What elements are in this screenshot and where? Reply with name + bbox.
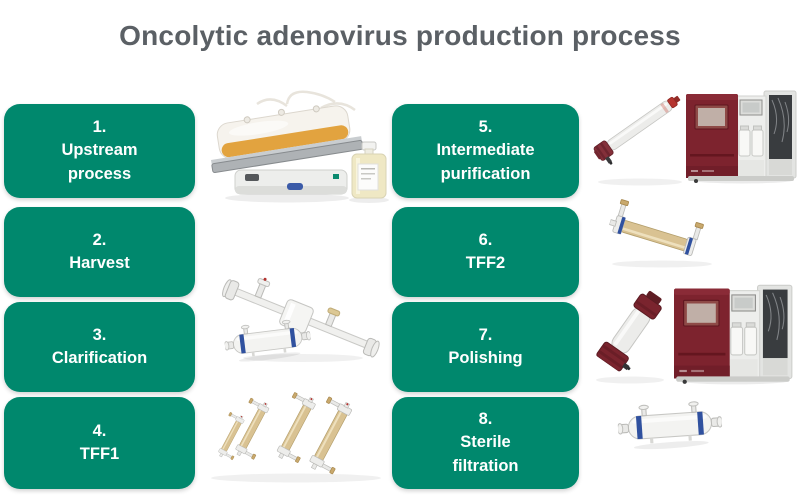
step-number: 2. — [92, 230, 107, 249]
rocking-bioreactor-with-media-bottle-icon — [203, 86, 395, 206]
step-box-harvest: 2. Harvest — [4, 207, 195, 297]
step-box-intermediate-purification: 5. Intermediate purification — [392, 104, 579, 198]
clarification-filter-assembly-icon — [213, 266, 398, 368]
step-label: Intermediate purification — [436, 141, 535, 183]
media-bottle-icon — [351, 141, 387, 199]
step-number: 1. — [92, 117, 107, 136]
step-label: Sterile filtration — [452, 433, 519, 475]
step-label: TFF2 — [465, 254, 506, 272]
filter-capsule-icon — [616, 400, 724, 453]
step-number: 6. — [478, 230, 493, 249]
page-title: Oncolytic adenovirus production process — [119, 20, 681, 51]
chromatography-column-and-akta-system-icon — [588, 278, 800, 390]
hollow-fiber-cartridge-icon — [607, 197, 705, 258]
step-label: Polishing — [448, 349, 523, 367]
step-box-tff2: 6. TFF2 — [392, 207, 579, 297]
step-number: 3. — [92, 325, 107, 344]
akta-system-icon — [686, 90, 797, 184]
step-label: Clarification — [51, 349, 148, 367]
sterile-filter-capsule-icon — [610, 400, 730, 460]
step-number: 5. — [478, 117, 493, 136]
chromatography-column-icon — [591, 90, 689, 170]
wave-rocker-icon — [210, 90, 364, 195]
step-label: TFF1 — [79, 445, 120, 463]
hollow-fiber-tff-cartridges-icon — [196, 386, 406, 486]
step-number: 8. — [478, 409, 493, 428]
tubing-filter-assembly-icon — [222, 277, 380, 358]
akta-system-icon — [674, 284, 793, 385]
step-label: Harvest — [69, 254, 130, 272]
step-box-sterile-filtration: 8. Sterile filtration — [392, 397, 579, 489]
step-box-tff1: 4. TFF1 — [4, 397, 195, 489]
step-box-clarification: 3. Clarification — [4, 302, 195, 392]
chromatography-column-and-akta-system-icon — [590, 78, 800, 190]
step-number: 7. — [478, 325, 493, 344]
step-label: Upstream process — [61, 141, 138, 183]
step-number: 4. — [92, 421, 107, 440]
step-box-upstream-process: 1. Upstream process — [4, 104, 195, 198]
chromatography-column-icon — [595, 285, 675, 377]
step-box-polishing: 7. Polishing — [392, 302, 579, 392]
hollow-fiber-tff-cartridge-icon — [596, 196, 741, 274]
